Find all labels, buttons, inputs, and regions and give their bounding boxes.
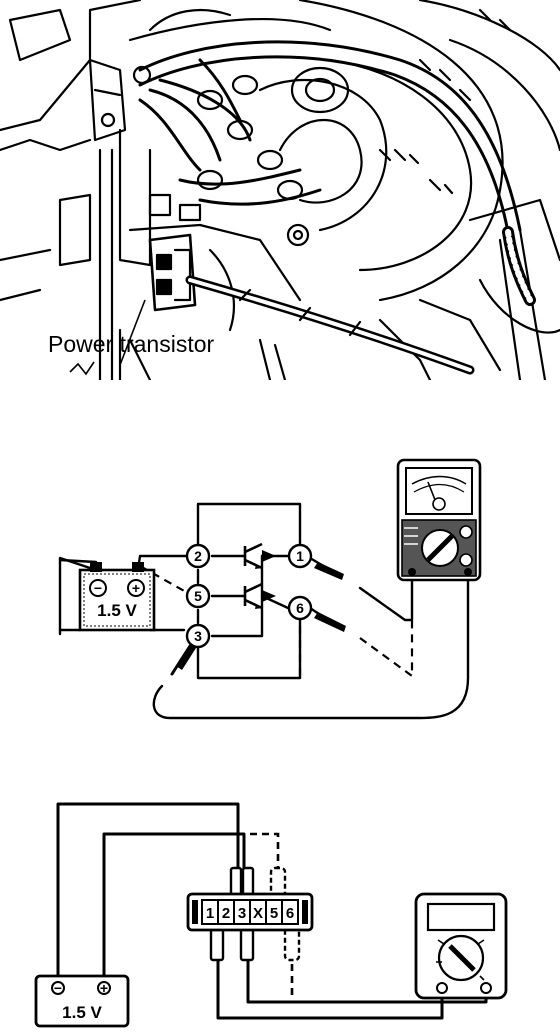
terminal-node-1: 1 (287, 543, 313, 569)
connector-pin-x: X (253, 905, 263, 922)
terminal-node-3: 3 (185, 623, 211, 649)
connector-test-wiring: 1 2 3 X 5 6 − + 1.5 V (0, 790, 560, 1034)
connector-block: 1 2 3 X 5 6 (186, 892, 314, 932)
analog-multimeter (396, 458, 482, 582)
svg-text:1: 1 (296, 548, 304, 564)
circuit-diagram: − + 1.5 V 2 5 3 1 6 (58, 458, 482, 720)
svg-text:6: 6 (296, 600, 304, 616)
battery-positive-sign: + (100, 980, 108, 996)
battery: − + 1.5 V (78, 562, 156, 632)
svg-text:3: 3 (194, 628, 202, 644)
engine-illustration: Power transistor (0, 0, 560, 380)
battery-negative-sign: − (54, 980, 62, 996)
svg-text:5: 5 (194, 588, 202, 604)
battery-voltage-label: 1.5 V (62, 1003, 102, 1022)
battery-voltage-label: 1.5 V (97, 601, 137, 620)
terminal-node-6: 6 (287, 595, 313, 621)
transistor-test-circuit: − + 1.5 V 2 5 3 1 6 (0, 448, 560, 726)
connector-pin-2: 2 (222, 905, 230, 922)
connector-pin-6: 6 (286, 905, 294, 922)
svg-text:2: 2 (194, 548, 202, 564)
terminal-node-5: 5 (185, 583, 211, 609)
engine-drawing: Power transistor (0, 0, 560, 380)
digital-multimeter (414, 892, 508, 1000)
battery-negative-sign: − (94, 580, 102, 596)
terminal-node-2: 2 (185, 543, 211, 569)
wiring-diagram: 1 2 3 X 5 6 − + 1.5 V (34, 802, 508, 1028)
connector-pin-5: 5 (270, 905, 278, 922)
battery-positive-sign: + (132, 580, 140, 596)
battery: − + 1.5 V (34, 974, 130, 1028)
connector-pin-3: 3 (238, 905, 246, 922)
connector-pin-1: 1 (206, 905, 214, 922)
